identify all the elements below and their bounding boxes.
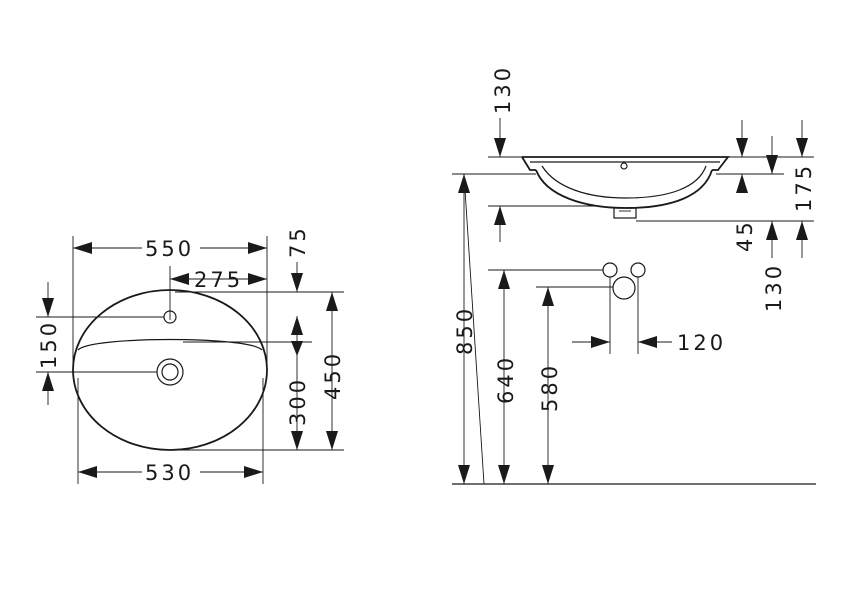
arrow-640-bottom bbox=[498, 465, 510, 484]
arrow-300-top-up bbox=[291, 316, 303, 335]
arrow-120-left bbox=[591, 336, 610, 348]
dim-130-below-label: 130 bbox=[762, 263, 786, 312]
dim-640-label: 640 bbox=[494, 355, 518, 404]
bowl-inner-line bbox=[77, 338, 263, 351]
arrow-275-right bbox=[248, 273, 267, 285]
dim-175-label: 175 bbox=[792, 163, 816, 212]
drain-inner bbox=[161, 363, 179, 381]
basin-bowl-outer bbox=[535, 169, 713, 209]
side-tap-hole bbox=[620, 162, 628, 170]
arrow-150-bottom bbox=[42, 372, 54, 391]
side-drain bbox=[613, 207, 637, 219]
trap-circle-main bbox=[612, 276, 636, 300]
dim-850-label: 850 bbox=[453, 306, 477, 355]
trap-circle-left bbox=[602, 262, 618, 278]
arrow-120-right bbox=[638, 336, 657, 348]
dim-120-label: 120 bbox=[677, 331, 726, 355]
arrow-300-top-down bbox=[291, 341, 303, 356]
arrow-45-bottom bbox=[736, 174, 748, 193]
arrow-150-top bbox=[42, 298, 54, 317]
dim-75-label: 75 bbox=[286, 225, 310, 258]
arrow-850-bottom bbox=[458, 465, 470, 484]
dim-530-label: 530 bbox=[145, 461, 194, 485]
arrow-75 bbox=[291, 273, 303, 292]
arrow-580-top bbox=[542, 287, 554, 306]
arrow-130-below-top bbox=[766, 155, 778, 174]
dim-275-label: 275 bbox=[194, 268, 243, 292]
arrow-45-top bbox=[736, 138, 748, 157]
trap-circle-right bbox=[630, 262, 646, 278]
arrow-530-right bbox=[244, 466, 263, 478]
arrow-300-bottom bbox=[291, 431, 303, 450]
dim-130-top-label: 130 bbox=[491, 65, 515, 114]
arrow-130-below-bottom bbox=[766, 221, 778, 240]
top-view: 550 275 75 150 300 450 bbox=[36, 225, 345, 485]
arrow-450-bottom bbox=[326, 431, 338, 450]
arrow-580-bottom bbox=[542, 465, 554, 484]
arrow-450-top bbox=[326, 292, 338, 311]
arrow-850-top bbox=[458, 174, 470, 193]
dim-580-label: 580 bbox=[538, 363, 562, 412]
dim-150-label: 150 bbox=[37, 320, 61, 369]
arrow-550-left bbox=[73, 242, 92, 254]
basin-bowl-inner bbox=[541, 165, 707, 199]
arrow-550-right bbox=[248, 242, 267, 254]
arrow-130-top bbox=[494, 138, 506, 157]
arrow-640-top bbox=[498, 270, 510, 289]
dim-450-label: 450 bbox=[321, 351, 345, 400]
side-view: 130 850 640 580 120 bbox=[452, 65, 816, 485]
dim-300-label: 300 bbox=[286, 377, 310, 426]
basin-rim bbox=[522, 156, 730, 171]
arrow-175-top bbox=[796, 138, 808, 157]
dim-45-label: 45 bbox=[733, 219, 757, 252]
dim-line-850 bbox=[463, 173, 485, 485]
arrow-175-bottom bbox=[796, 221, 808, 240]
drain-outer bbox=[156, 358, 184, 386]
dim-550-label: 550 bbox=[145, 237, 194, 261]
arrow-530-left bbox=[78, 466, 97, 478]
arrow-275-left bbox=[170, 273, 189, 285]
arrow-bowl-bottom bbox=[494, 206, 506, 225]
basin-rim-left bbox=[521, 156, 536, 171]
